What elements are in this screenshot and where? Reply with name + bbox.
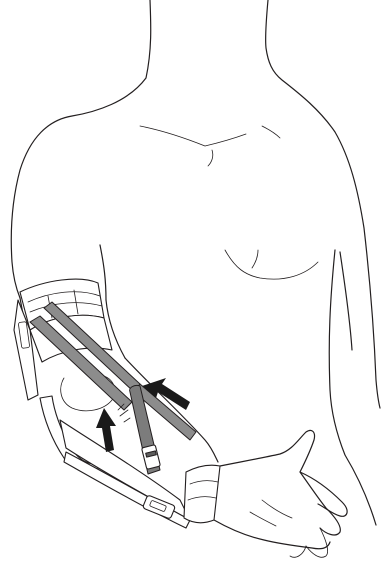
hand [214, 430, 347, 557]
